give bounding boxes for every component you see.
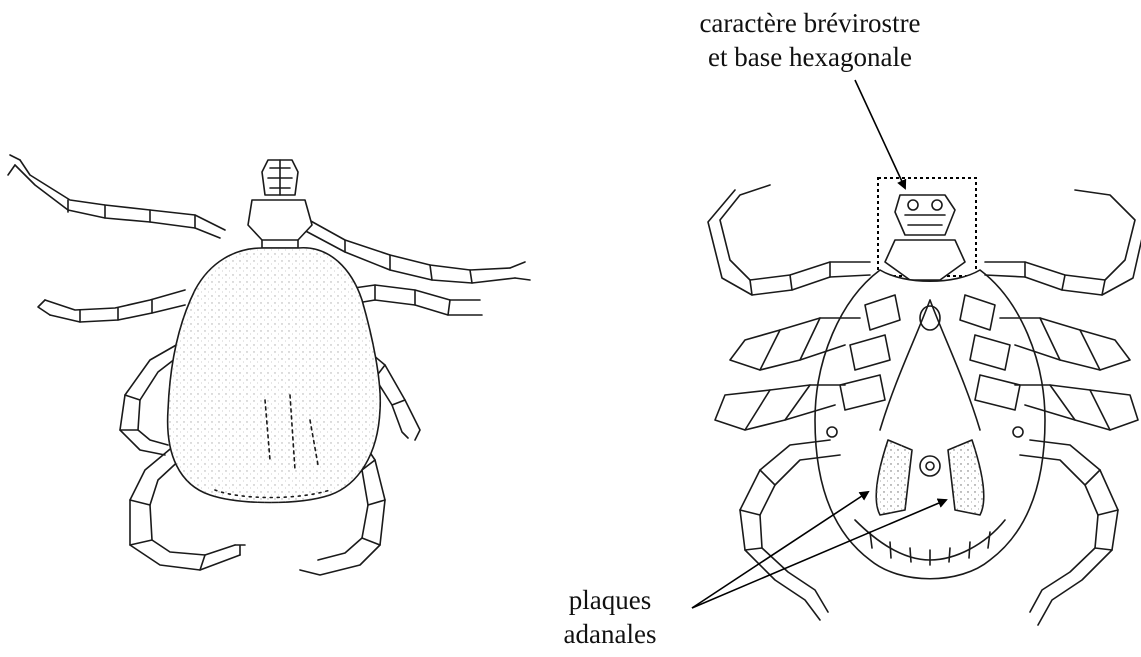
adanal-pointer-arrow-left xyxy=(692,492,868,608)
adanal-label-line-1: plaques xyxy=(555,583,665,617)
dorsal-capitulum xyxy=(248,160,312,248)
adanal-annotation-label: plaques adanales xyxy=(555,583,665,651)
ventral-body xyxy=(815,270,1045,579)
rostrum-annotation-label: caractère brévirostre et base hexagonale xyxy=(640,6,980,74)
rostrum-label-line-1: caractère brévirostre xyxy=(640,6,980,40)
dorsal-leg-front-left xyxy=(8,155,225,238)
dorsal-leg-second-left xyxy=(38,290,185,322)
ventral-view-tick xyxy=(708,178,1141,625)
ventral-capitulum xyxy=(885,195,965,280)
rostrum-label-line-2: et base hexagonale xyxy=(640,40,980,74)
rostrum-pointer-arrow xyxy=(855,80,905,188)
dorsal-view-tick xyxy=(8,155,530,575)
adanal-label-line-2: adanales xyxy=(555,617,665,651)
